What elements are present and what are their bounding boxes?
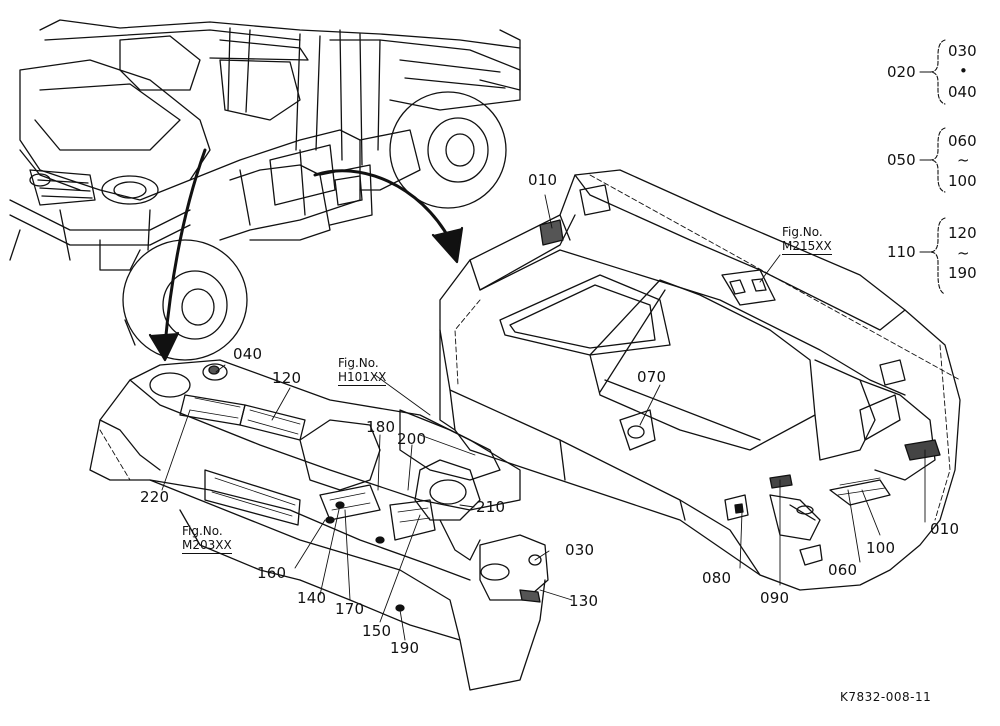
part-label-090: 090: [760, 589, 790, 607]
legend-to: 100: [948, 172, 977, 190]
part-label-180: 180: [366, 418, 396, 436]
part-label-100: 100: [866, 539, 896, 557]
part-label-170: 170: [335, 600, 365, 618]
legend-braces: [919, 39, 946, 295]
legend-separator: ~: [957, 151, 970, 169]
leader-lines: [161, 194, 926, 641]
fig-ref-number: H101XX: [338, 370, 387, 386]
part-label-030: 030: [565, 541, 595, 559]
dashboard-panel-drawing: [89, 359, 549, 691]
part-label-120: 120: [272, 369, 302, 387]
part-label-130: 130: [569, 592, 599, 610]
part-label-200: 200: [397, 430, 427, 448]
legend-from: 030: [948, 42, 977, 60]
fig-ref-h101xx: Fig.No. H101XX: [338, 356, 387, 386]
legend-to: 040: [948, 83, 977, 101]
part-label-150: 150: [362, 622, 392, 640]
fig-ref-m215xx: Fig.No. M215XX: [782, 225, 832, 255]
part-label-060: 060: [828, 561, 858, 579]
part-label-080: 080: [702, 569, 732, 587]
part-label-190: 190: [390, 639, 420, 657]
part-label-160: 160: [257, 564, 287, 582]
part-label-140: 140: [297, 589, 327, 607]
legend-group-number: 020: [887, 63, 916, 81]
part-label-010-top: 010: [528, 171, 558, 189]
fig-ref-number: M203XX: [182, 538, 232, 554]
legend-from: 060: [948, 132, 977, 150]
fig-ref-m203xx: Fig.No. M203XX: [182, 524, 232, 554]
part-label-010-right: 010: [930, 520, 960, 538]
fig-ref-number: M215XX: [782, 239, 832, 255]
legend-separator: ~: [957, 244, 970, 262]
fig-ref-label: Fig.No.: [782, 225, 823, 239]
part-label-210: 210: [476, 498, 506, 516]
part-label-070: 070: [637, 368, 667, 386]
legend-to: 190: [948, 264, 977, 282]
part-label-040: 040: [233, 345, 263, 363]
utv-vehicle-drawing: [9, 19, 521, 361]
assembly-arrows: [148, 148, 464, 362]
fig-ref-label: Fig.No.: [182, 524, 223, 538]
legend-group-number: 110: [887, 243, 916, 261]
drawing-code: K7832-008-11: [840, 690, 932, 704]
legend-group-number: 050: [887, 151, 916, 169]
fig-ref-label: Fig.No.: [338, 356, 379, 370]
legend-from: 120: [948, 224, 977, 242]
legend-separator: •: [959, 62, 968, 80]
cargo-bed-panel-drawing: [439, 169, 961, 591]
part-label-220: 220: [140, 488, 170, 506]
